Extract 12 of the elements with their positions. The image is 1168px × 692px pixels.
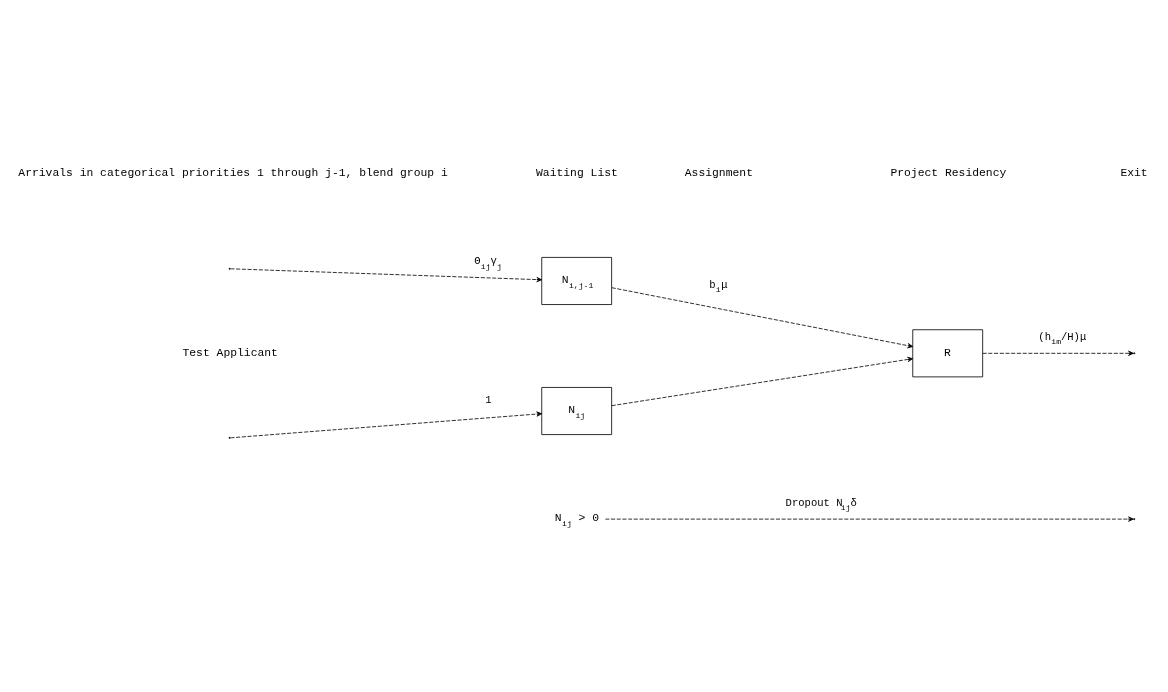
label: Assignment [684,166,753,179]
edge-label: Θ$_{ij}$γ$_{j}$ [474,255,502,271]
edge-label: (h$_{im}$/H)μ [1038,330,1087,347]
label: Waiting List [536,166,618,179]
edge-label: 1 [485,394,492,407]
label: Project Residency [890,166,1007,179]
node-text: N$_{ij}$ > 0 [554,512,599,528]
label: Arrivals in categorical priorities 1 through j-1, blend group i [18,166,448,179]
label: Exit [1120,166,1148,179]
label: Test Applicant [182,347,278,360]
edge-label: Dropout N$_{ij}$δ [785,496,857,513]
edge-label: b$_{i}$μ [709,278,728,295]
